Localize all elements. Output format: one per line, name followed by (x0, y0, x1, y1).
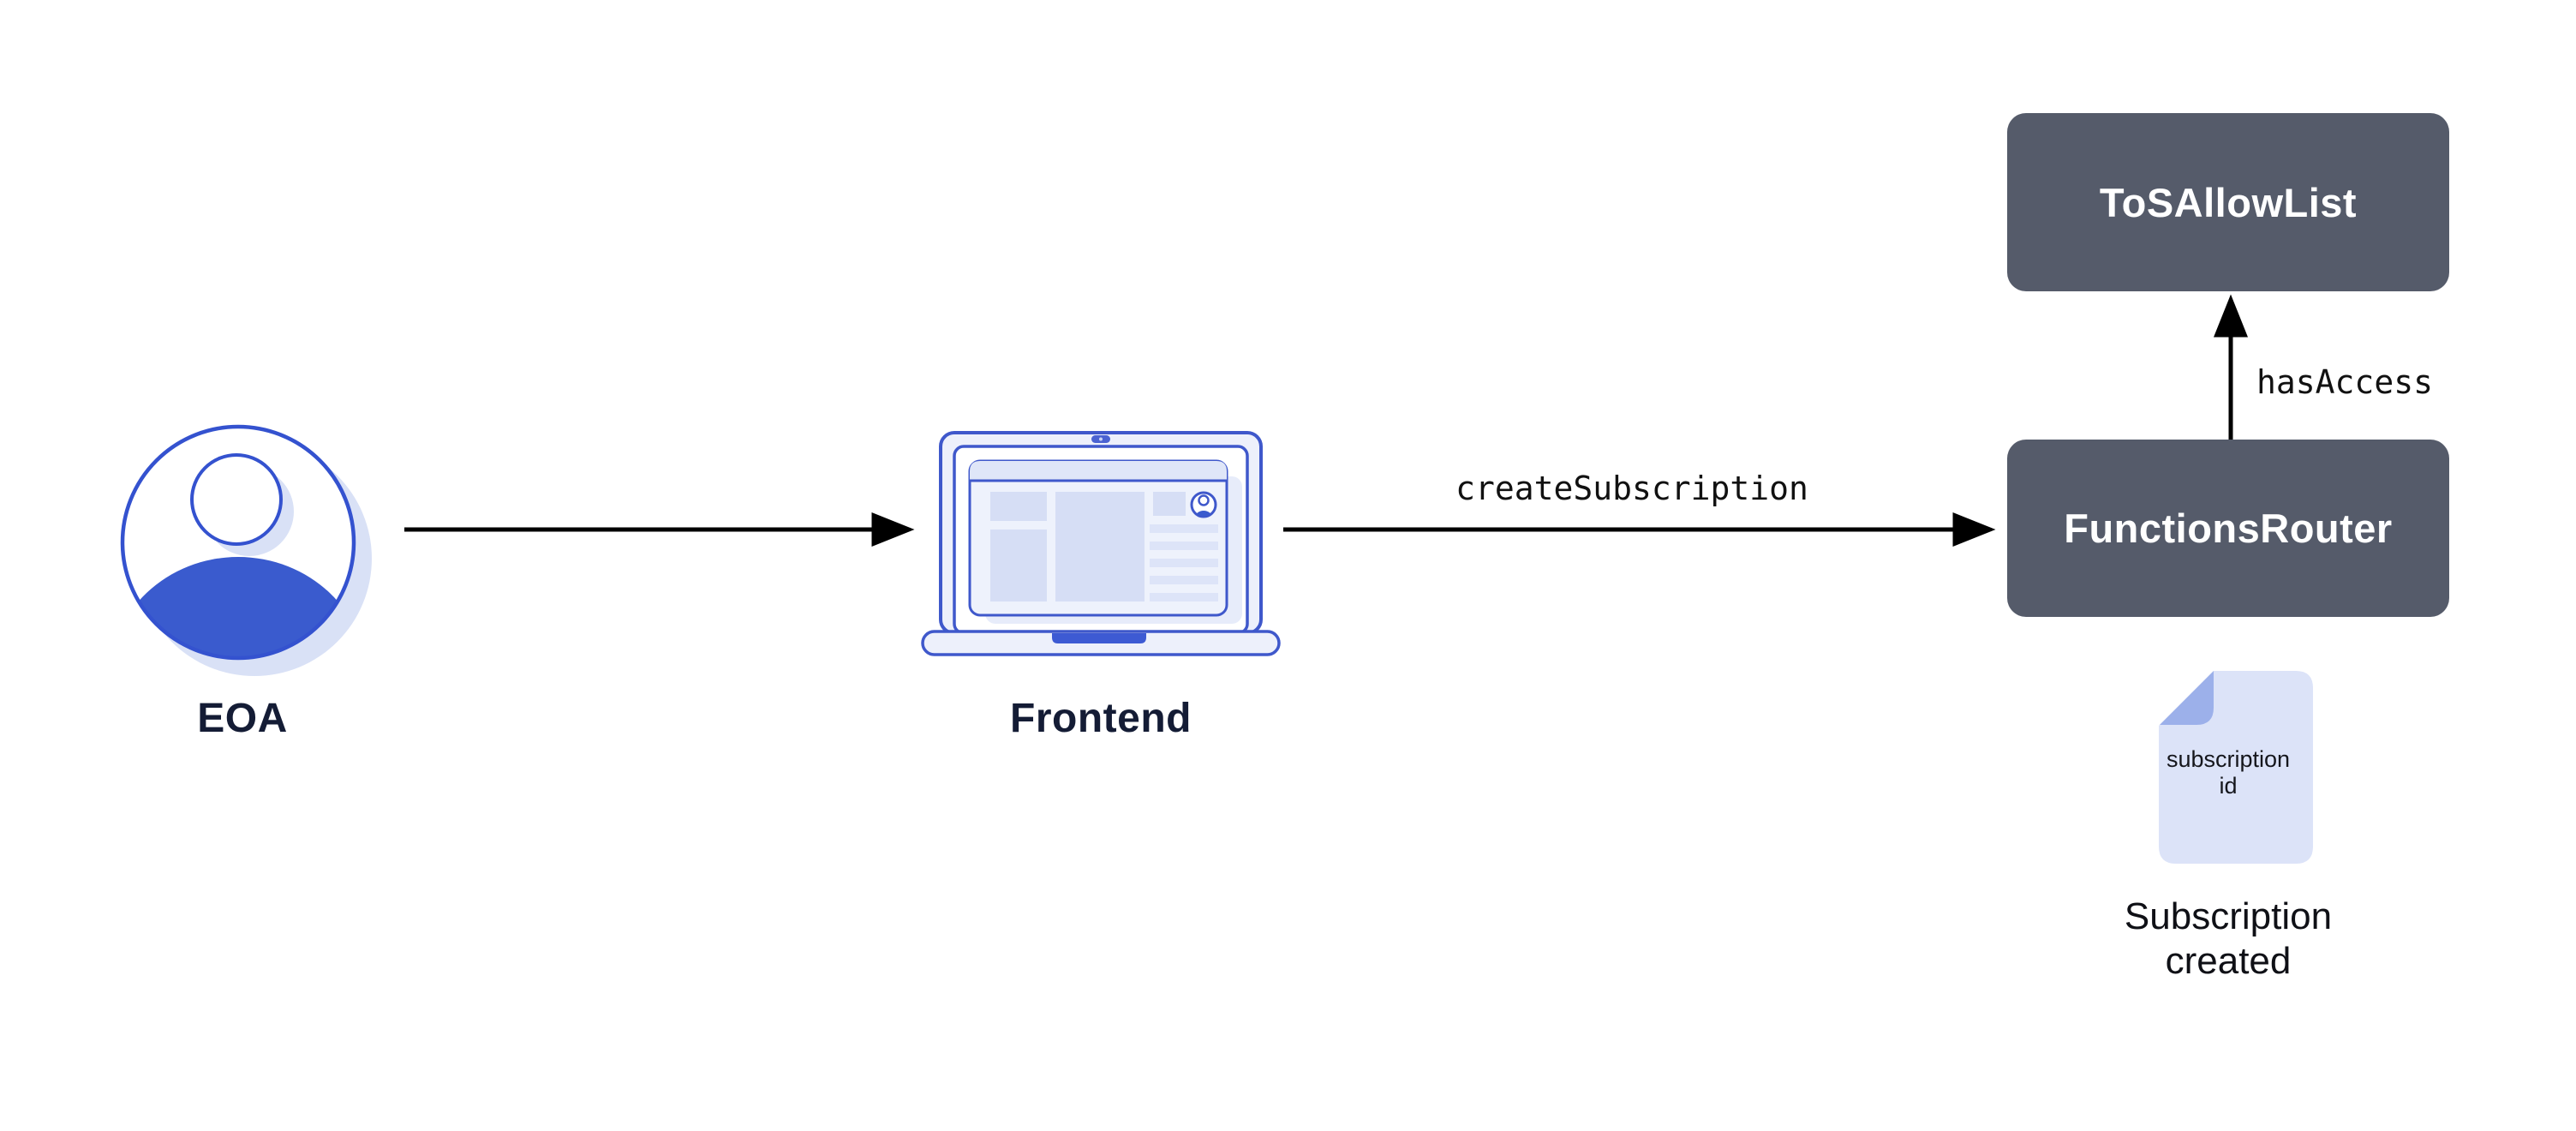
avatar-shoulders (123, 557, 354, 658)
document-folded-corner (2160, 671, 2214, 725)
subscription-id-line1: subscription (2166, 746, 2291, 772)
subscription-created-caption: Subscription created (2125, 895, 2332, 984)
browser-user-avatar-icon (1190, 491, 1217, 518)
has-access-edge-label: hasAccess (2256, 363, 2433, 401)
tos-allow-list-label: ToSAllowList (2099, 179, 2358, 225)
functions-router-box (2007, 440, 2449, 617)
subscription-created-line2: created (2165, 940, 2292, 982)
subscription-created-line1: Subscription (2124, 895, 2333, 937)
laptop-base-notch (1052, 633, 1146, 643)
avatar-outline-ring (120, 424, 356, 661)
subscription-id-line2: id (2219, 773, 2238, 799)
functions-router-label: FunctionsRouter (2064, 506, 2393, 551)
browser-text-stripes (1150, 524, 1218, 601)
avatar-head (190, 453, 283, 546)
tos-allow-list-box (2007, 113, 2449, 291)
laptop-icon (921, 431, 1281, 656)
laptop-webcam-dot (1099, 437, 1103, 441)
browser-header-bar (970, 461, 1227, 480)
create-subscription-edge-label: createSubscription (1455, 470, 1808, 507)
subscription-id-text: subscription id (2167, 746, 2290, 799)
browser-content-blocks (990, 492, 1186, 601)
eoa-label: EOA (197, 696, 288, 741)
subscription-document-icon (2159, 671, 2313, 864)
frontend-label: Frontend (1010, 696, 1192, 741)
eoa-user-avatar-icon (120, 424, 372, 676)
